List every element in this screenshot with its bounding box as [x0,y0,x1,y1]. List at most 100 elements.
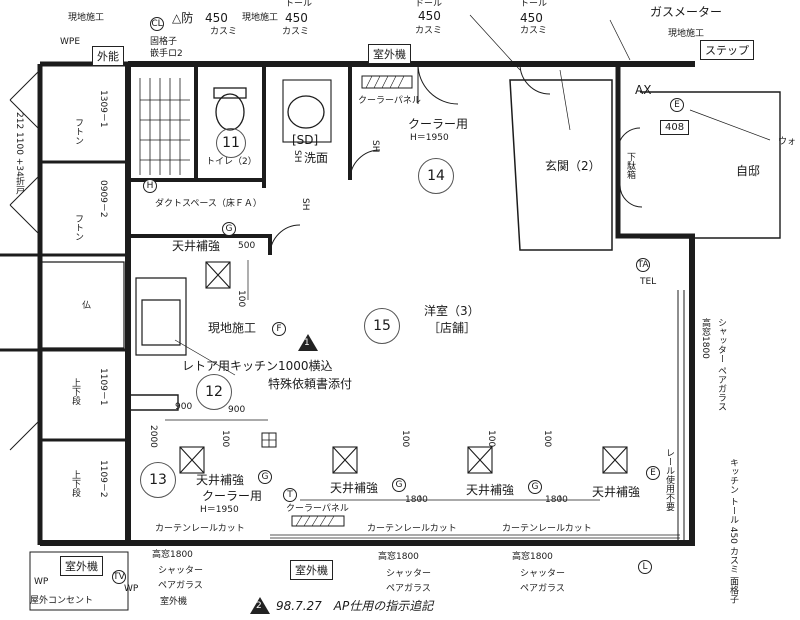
stair-lines [139,78,190,175]
label-closet: 仏 [80,300,90,309]
symbol-t: T [283,488,297,502]
label-fixed-window2: 嵌手ロ2 [150,49,183,59]
label-tel: TEL [640,277,657,287]
label-bw3-c: ペアガラス [520,584,565,594]
label-kitchen-site: 現地施工 [208,321,257,335]
label-shutter-pair-right: シャッター ペアガラス [716,318,726,411]
label-shoe-rack: 下駄箱 [625,152,635,179]
room-tag-14: 14 [418,158,454,194]
label-sd: [SD] [292,133,319,147]
room-divider-12 [128,394,179,411]
label-joge: 上下段 [70,378,80,405]
symbol-g-4: G [528,480,542,494]
label-wpe: WPE [60,37,81,47]
own-side-wall [640,91,781,239]
label-2000: 2000 [148,425,158,448]
label-100c: 100 [220,430,230,448]
symbol-e: E [670,98,684,112]
label-ceiling-reinforce: 天井補強 [172,239,221,253]
label-bw2-b: シャッター [386,569,432,579]
label-100d: 100 [400,430,410,448]
label-bw1-c: ペアガラス [158,581,203,591]
label-duct-space: ダクトスペース（床ＦＡ） [155,199,262,209]
outdoor-unit-tag-1: 室外機 [60,556,103,576]
wash-wall [262,64,352,188]
label-joge-2-code: 1109－2 [98,460,108,498]
label-outdoor-unit-3: 室外機 [160,597,188,607]
cooler-panel-hatch-lines [365,75,405,89]
label-entrance: 玄関（2） [545,159,601,173]
room-tag-13: 13 [140,462,176,498]
symbol-l: L [638,560,652,574]
label-100: 100 [236,290,246,308]
label-genchi-top-left: 現地施工 [68,13,105,23]
symbol-g-1: G [222,222,236,236]
label-bw1-a: 高窓1800 [152,550,193,560]
cooler-panel-hatch [361,75,413,89]
label-bottom-wp: WP [34,577,49,587]
revision-triangle-1: 1 [298,334,318,351]
label-bw1-b: シャッター [158,566,204,576]
label-fire-alarm: △防 [172,11,194,25]
label-shop: ［店舗］ [428,321,477,335]
stair-wall [128,178,272,255]
tag-408: 408 [660,120,690,135]
label-ceiling-b: 天井補強 [330,481,379,495]
symbol-tv: TV [112,570,126,584]
label-rail-unused: レール使用不要 [664,448,674,511]
label-cooler-use: クーラー用 [408,117,469,131]
vent-grid-cross [262,433,276,447]
label-toru-c: トール [520,0,548,9]
label-sh-2: SH [370,140,380,153]
label-curtain-cut-1: カーテンレールカット [155,524,245,534]
label-fixed-window: 固格子 [150,37,178,47]
symbol-g-2: G [258,470,272,484]
cooler-panel-hatch-2-lines [295,515,335,527]
symbol-ta: TA [636,258,650,272]
label-kitchen-side: キッチン トール 450 カスミ 面格子 [728,458,738,604]
label-wp: WP [124,584,139,594]
leader-lines [174,14,771,376]
label-500: 500 [238,241,256,251]
label-toilet: トイレ（2） [206,157,257,167]
cooler-panel-hatch-2 [291,515,345,527]
label-futon-1-code: 1309－1 [98,90,108,128]
label-curtain-cut-3: カーテンレールカット [502,524,592,534]
label-own-side: 自邸 [736,164,761,178]
label-kitchen-text: レトア用キッチン1000横込 [182,359,333,373]
east-window [677,290,685,540]
label-toru-a: トール [285,0,313,9]
label-walk: ウォ [778,137,797,147]
label-curtain-cut-2: カーテンレールカット [367,524,457,534]
dim-lines [165,260,600,501]
label-futon-2-code: 0909－2 [98,180,108,218]
room-tag-12: 12 [196,374,232,410]
label-genchi-right: 現地施工 [668,29,705,39]
outdoor-unit-small-tag: 外能 [92,46,124,66]
label-bw3-b: シャッター [520,569,566,579]
label-ceiling-a: 天井補強 [196,473,245,487]
label-450-c: 450 [520,11,543,25]
ceiling-reinforce-marks [179,261,628,474]
door-swing-4 [269,149,381,256]
label-joge-2: 上下段 [70,470,80,497]
label-cooler-panel: クーラーパネル [358,96,421,106]
entrance-wall [615,64,695,239]
label-ceiling-c: 天井補強 [466,483,515,497]
label-special-order: 特殊依頼書添付 [268,377,353,391]
label-450-b: 450 [418,9,441,23]
symbol-e-2: E [646,466,660,480]
label-1800a: 1800 [405,495,428,505]
label-door-note: 212 1100 +34折戸 [14,112,24,195]
label-gas-meter: ガスメーター [650,5,723,19]
outdoor-unit-tag-2: 室外機 [290,560,333,580]
left-room-dividers [0,160,128,442]
south-window-lines [270,534,680,539]
outdoor-unit-tag-top: 室外機 [368,44,411,64]
label-900a: 900 [228,405,246,415]
label-sh-3: SH [300,198,310,211]
label-high-window-right: 高窓1800 [700,318,710,359]
label-bw2-a: 高窓1800 [378,552,419,562]
label-cooler-height: H＝1950 [410,133,449,143]
closet-box [39,261,125,349]
